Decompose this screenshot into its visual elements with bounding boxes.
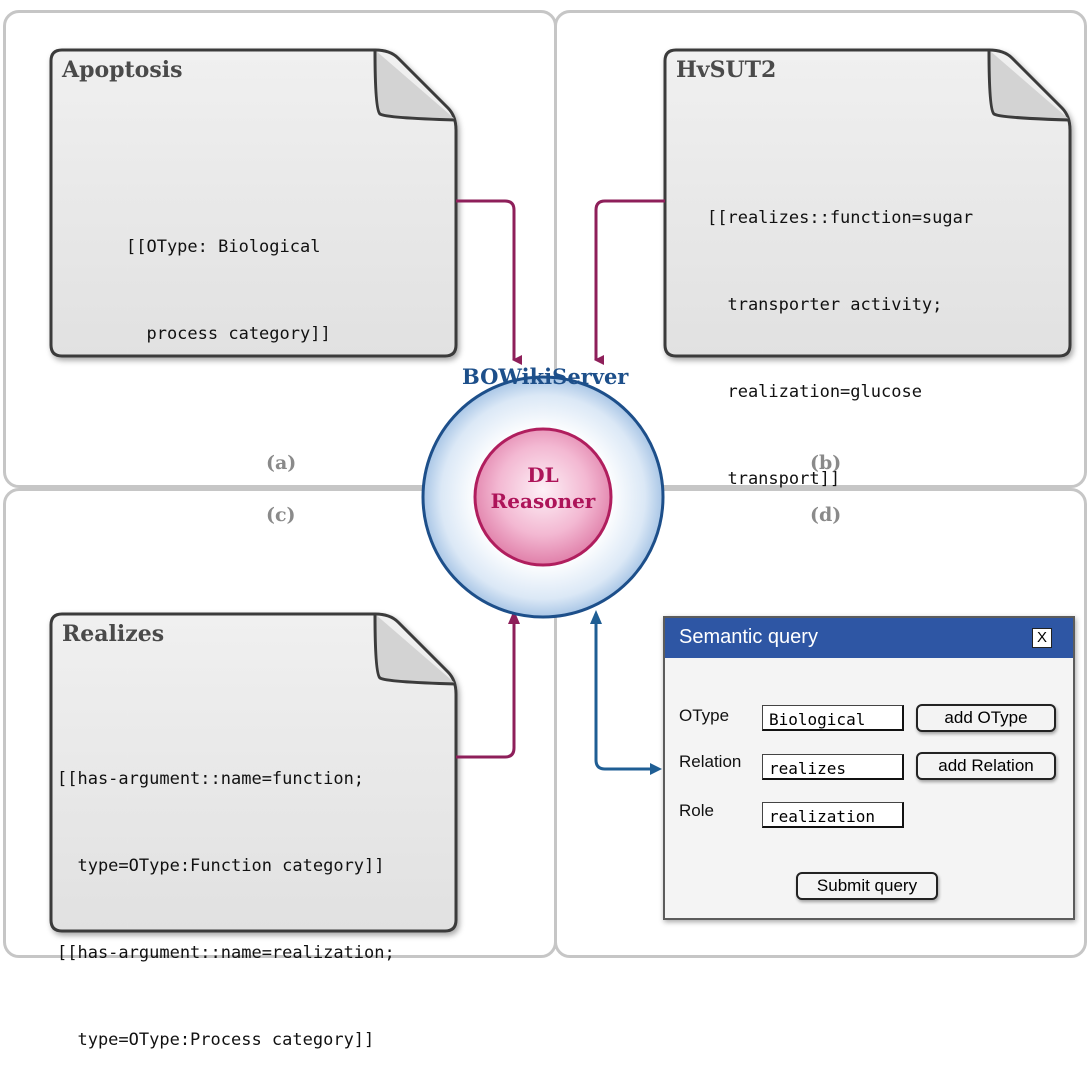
reasoner-line-2: Reasoner xyxy=(490,489,596,513)
quadrant-d-label: (d) xyxy=(810,504,842,526)
apoptosis-line: [[OType: Biological xyxy=(126,237,321,257)
hvsut2-content: [[realizes::function=sugar transporter a… xyxy=(707,146,973,523)
add-otype-button[interactable]: add OType xyxy=(916,704,1056,732)
role-input[interactable]: realization xyxy=(762,802,904,828)
relation-input[interactable]: realizes xyxy=(762,754,904,780)
reasoner-label: DL Reasoner xyxy=(477,462,609,514)
otype-label: OType xyxy=(679,706,730,725)
quadrant-b-frame xyxy=(554,10,1087,488)
window-title-bar[interactable]: Semantic query X xyxy=(665,618,1073,658)
semantic-query-window: Semantic query X OType Biological add OT… xyxy=(663,616,1075,920)
arrowhead-blue-right xyxy=(650,763,662,775)
diagram-canvas xyxy=(49,48,1072,933)
apoptosis-line: process category]] xyxy=(126,324,331,344)
server-label: BOWikiServer xyxy=(462,364,629,389)
reasoner-line-1: DL xyxy=(527,463,559,487)
hvsut2-title: HvSUT2 xyxy=(676,57,777,83)
close-icon[interactable]: X xyxy=(1032,628,1052,648)
submit-query-button[interactable]: Submit query xyxy=(796,872,938,900)
quadrant-a-label: (a) xyxy=(266,452,297,474)
apoptosis-content: [[OType: Biological process category]] xyxy=(126,175,331,378)
otype-input[interactable]: Biological xyxy=(762,705,904,731)
realizes-line: type=OType:Process category]] xyxy=(57,1030,375,1050)
realizes-title: Realizes xyxy=(62,621,165,647)
reasoner-core xyxy=(473,427,613,567)
hvsut2-line: realization=glucose xyxy=(707,382,922,402)
arrowhead-blue-up xyxy=(590,610,602,624)
hvsut2-line: [[realizes::function=sugar xyxy=(707,208,974,228)
hvsut2-line: transport]] xyxy=(707,469,841,489)
realizes-content: [[has-argument::name=function; type=OTyp… xyxy=(57,707,395,1084)
quadrant-d-frame xyxy=(554,488,1087,958)
relation-label: Relation xyxy=(679,752,742,771)
quadrant-c-label: (c) xyxy=(266,504,296,526)
hvsut2-line: transporter activity; xyxy=(707,295,943,315)
realizes-line: type=OType:Function category]] xyxy=(57,856,385,876)
realizes-line: [[has-argument::name=realization; xyxy=(57,943,395,963)
arrow-apoptosis-to-server xyxy=(456,199,522,365)
apoptosis-page xyxy=(49,48,458,358)
apoptosis-title: Apoptosis xyxy=(62,57,183,83)
realizes-page xyxy=(49,612,458,933)
hvsut2-page xyxy=(663,48,1072,358)
quadrant-b-label: (b) xyxy=(810,452,842,474)
add-relation-button[interactable]: add Relation xyxy=(916,752,1056,780)
arrowhead-realizes-up xyxy=(508,610,520,624)
arrow-realizes-to-server xyxy=(456,620,516,759)
arrow-hvsut2-to-server xyxy=(594,199,665,365)
window-title: Semantic query xyxy=(679,626,818,648)
role-label: Role xyxy=(679,801,714,820)
arrow-query-server xyxy=(594,620,652,771)
realizes-line: [[has-argument::name=function; xyxy=(57,769,365,789)
